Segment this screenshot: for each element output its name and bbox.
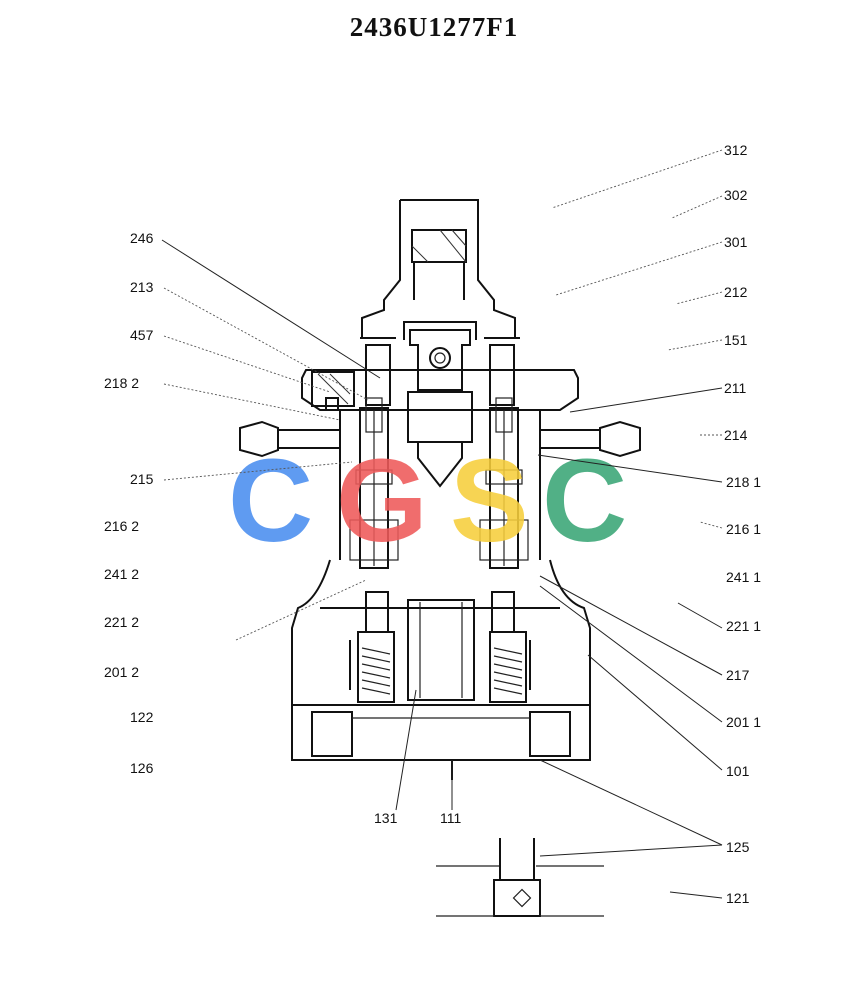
label-131: 131 (374, 810, 398, 826)
label-241-1: 241 1 (726, 569, 761, 585)
label-216-1: 216 1 (726, 521, 761, 537)
label-218-1: 218 1 (726, 474, 761, 490)
labels-bottom: 131 111 (374, 810, 461, 826)
watermark: C G S C (228, 435, 627, 567)
label-312: 312 (724, 142, 748, 158)
labels-left: 246 213 457 218 2 215 216 2 241 2 221 2 … (104, 230, 154, 776)
label-122: 122 (130, 709, 154, 725)
label-201-1: 201 1 (726, 714, 761, 730)
label-111: 111 (440, 810, 461, 826)
watermark-letter-c2: C (542, 435, 627, 567)
label-221-2: 221 2 (104, 614, 139, 630)
label-221-1: 221 1 (726, 618, 761, 634)
label-457: 457 (130, 327, 154, 343)
label-126: 126 (130, 760, 154, 776)
label-211: 211 (724, 380, 747, 396)
label-101: 101 (726, 763, 750, 779)
label-246: 246 (130, 230, 154, 246)
label-212: 212 (724, 284, 748, 300)
label-214: 214 (724, 427, 748, 443)
watermark-letter-g: G (336, 435, 428, 567)
label-301: 301 (724, 234, 748, 250)
leader-lines (161, 149, 723, 899)
label-125: 125 (726, 839, 750, 855)
label-216-2: 216 2 (104, 518, 139, 534)
watermark-letter-c1: C (228, 435, 313, 567)
label-151: 151 (724, 332, 748, 348)
label-121: 121 (726, 890, 750, 906)
labels-right: 312 302 301 212 151 211 214 218 1 216 1 … (724, 142, 761, 906)
label-241-2: 241 2 (104, 566, 139, 582)
label-201-2: 201 2 (104, 664, 139, 680)
label-218-2: 218 2 (104, 375, 139, 391)
label-302: 302 (724, 187, 748, 203)
valve-drawing (239, 199, 641, 917)
label-213: 213 (130, 279, 154, 295)
label-215: 215 (130, 471, 154, 487)
page-title: 2436U1277F1 (349, 12, 519, 42)
watermark-letter-s: S (450, 435, 529, 567)
label-217: 217 (726, 667, 750, 683)
